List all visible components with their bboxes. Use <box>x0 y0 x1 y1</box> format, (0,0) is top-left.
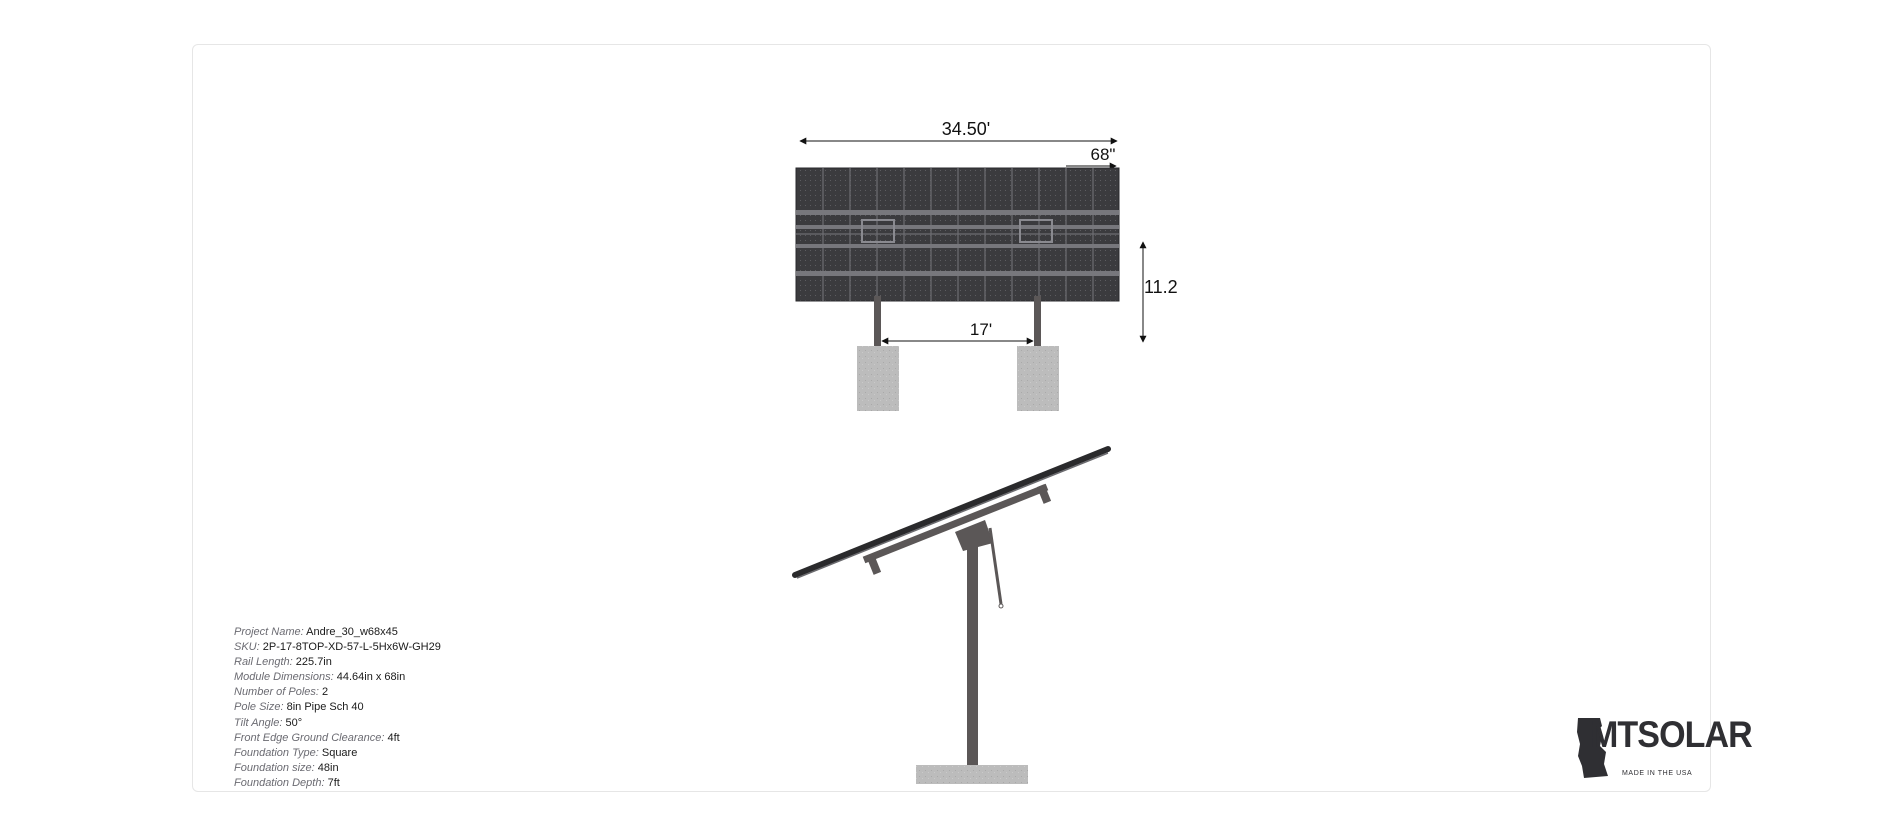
panel-rails <box>796 210 1119 276</box>
tilt-actuator <box>988 527 1003 605</box>
spec-value: Square <box>321 746 358 759</box>
spec-label: Pole Size: <box>234 701 284 714</box>
spec-value: 225.7in <box>295 656 332 669</box>
spec-value: 48in <box>317 761 339 774</box>
spec-value: 2 <box>322 686 329 699</box>
spec-value: 2P-17-8TOP-XD-57-L-5Hx6W-GH29 <box>262 641 441 654</box>
mtsolar-logo: MTSOLAR MADE IN THE USA <box>1576 712 1753 784</box>
spec-label: SKU: <box>234 641 260 654</box>
front-foundation-left <box>857 346 899 411</box>
actuator-pin <box>998 603 1004 609</box>
spec-row-rail-length: Rail Length: 225.7in <box>234 655 594 670</box>
tilted-rail <box>862 483 1049 564</box>
spec-row-foundation-type: Foundation Type: Square <box>234 746 594 761</box>
tilted-panel-edge <box>796 452 1109 579</box>
spec-label: Foundation size: <box>234 761 315 774</box>
front-elevation: 34.50' 68" <box>795 119 1178 411</box>
spec-label: Project Name: <box>234 626 304 638</box>
spec-row-sku: SKU: 2P-17-8TOP-XD-57-L-5Hx6W-GH29 <box>234 640 594 655</box>
module-width-label: 68" <box>1091 145 1116 164</box>
overall-width-label: 34.50' <box>942 119 990 139</box>
side-foundation <box>916 765 1028 784</box>
spec-label: Rail Length: <box>234 656 293 669</box>
rail-end-bracket-high <box>1036 484 1052 504</box>
module-dividers <box>796 168 1119 301</box>
logo-wordmark: MTSOLAR <box>1590 714 1753 755</box>
spec-value: 44.64in x 68in <box>336 671 406 684</box>
spec-value: 4ft <box>387 731 400 744</box>
front-pole-right <box>1034 296 1041 346</box>
spec-row-module-dimensions: Module Dimensions: 44.64in x 68in <box>234 670 594 685</box>
spec-label: Front Edge Ground Clearance: <box>234 731 385 744</box>
rail-end-bracket-low <box>866 555 882 575</box>
pivot-hub <box>955 520 993 551</box>
spec-value: 7ft <box>327 776 340 789</box>
side-elevation <box>792 446 1111 784</box>
montana-state-icon <box>1577 718 1608 778</box>
spec-row-number-of-poles: Number of Poles: 2 <box>234 685 594 700</box>
spec-row-ground-clearance: Front Edge Ground Clearance: 4ft <box>234 731 594 746</box>
spec-label: Foundation Type: <box>234 746 319 759</box>
front-pole-left <box>874 296 881 346</box>
spec-row-foundation-depth: Foundation Depth: 7ft <box>234 776 594 791</box>
pole-spacing-label: 17' <box>970 320 992 339</box>
spec-row-pole-size: Pole Size: 8in Pipe Sch 40 <box>234 700 594 715</box>
logo-tagline: MADE IN THE USA <box>1622 770 1693 777</box>
spec-list: Project Name: Andre_30_w68x45 SKU: 2P-17… <box>234 625 594 791</box>
spec-value: 8in Pipe Sch 40 <box>286 701 364 714</box>
tilted-panel <box>792 446 1111 578</box>
spec-label: Tilt Angle: <box>234 716 283 729</box>
spec-row-project-name: Project Name: Andre_30_w68x45 <box>234 625 594 640</box>
spec-row-foundation-size: Foundation size: 48in <box>234 761 594 776</box>
spec-row-tilt-angle: Tilt Angle: 50° <box>234 716 594 731</box>
spec-label: Foundation Depth: <box>234 776 325 789</box>
front-foundation-right <box>1017 346 1059 411</box>
spec-label: Module Dimensions: <box>234 671 334 684</box>
spec-value: 50° <box>285 716 303 729</box>
side-pole <box>967 540 978 765</box>
spec-label: Number of Poles: <box>234 686 319 699</box>
height-label: 11.2 <box>1144 277 1178 297</box>
rail-brackets <box>861 219 1053 243</box>
spec-value: Andre_30_w68x45 <box>306 626 398 638</box>
